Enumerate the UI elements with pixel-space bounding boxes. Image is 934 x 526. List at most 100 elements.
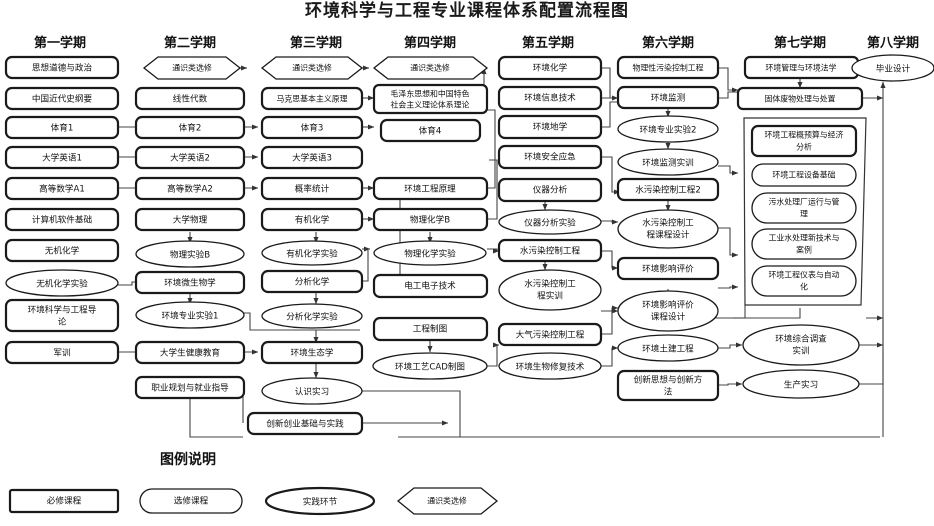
- node-环境微生物学[interactable]: 环境微生物学: [134, 270, 246, 295]
- legend-item-required: 必修课程: [8, 488, 120, 514]
- node-分析化学[interactable]: 分析化学: [260, 269, 364, 294]
- node-生产实习[interactable]: 生产实习: [742, 369, 860, 399]
- node-环境工艺CAD制图[interactable]: 环境工艺CAD制图: [372, 352, 488, 380]
- node-分析化学实验[interactable]: 分析化学实验: [261, 303, 363, 329]
- node-物理化学实验[interactable]: 物理化学实验: [373, 240, 487, 266]
- node-大学英语3[interactable]: 大学英语3: [260, 145, 364, 170]
- node-水污染控制工程2[interactable]: 水污染控制工程2: [616, 177, 720, 202]
- node-有机化学实验[interactable]: 有机化学实验: [261, 240, 363, 266]
- node-大学英语1[interactable]: 大学英语1: [4, 145, 120, 170]
- node-label-2: 程课程设计: [647, 229, 690, 241]
- node-线性代数[interactable]: 线性代数: [134, 86, 246, 111]
- node-毛泽东思想和中国特色社会主义理论体系理论[interactable]: 毛泽东思想和中国特色 社会主义理论体系理论: [372, 83, 489, 115]
- node-水污染控制工程课程设计[interactable]: 水污染控制工 程课程设计: [617, 209, 719, 249]
- node-环境监测实训[interactable]: 环境监测实训: [617, 148, 719, 176]
- node-label: 认识实习: [295, 386, 329, 398]
- node-label: 物理化学B: [410, 214, 450, 226]
- node-固体废物处理与处置[interactable]: 固体废物处理与处置: [736, 86, 864, 111]
- node-label: 大气污染控制工程: [516, 329, 585, 341]
- node-环境工程仪表与自动化[interactable]: 环境工程仪表与自动 化: [751, 265, 857, 297]
- node-无机化学[interactable]: 无机化学: [4, 238, 120, 263]
- node-label-2: 社会主义理论体系理论: [391, 100, 470, 110]
- node-职业规划与就业指导[interactable]: 职业规划与就业指导: [134, 375, 246, 400]
- node-工程制图[interactable]: 工程制图: [372, 316, 489, 342]
- node-体育3[interactable]: 体育3: [260, 115, 364, 140]
- node-思想道德与政治[interactable]: 思想道德与政治: [4, 55, 120, 80]
- node-label: 环境地学: [533, 121, 568, 133]
- node-label: 马克思基本主义原理: [276, 94, 347, 104]
- column-5: 环境化学 环境信息技术 环境地学 环境安全应急 仪器分析 仪器分析实验: [497, 55, 603, 380]
- node-label: 创新思想与创新方: [634, 374, 703, 386]
- node-环境工程设备基础[interactable]: 环境工程设备基础: [751, 163, 857, 187]
- node-水污染控制工程[interactable]: 水污染控制工程: [497, 238, 603, 263]
- node-label: 环境工程设备基础: [772, 170, 835, 180]
- node-label: 高等数学A1: [39, 183, 85, 195]
- node-label: 体育1: [51, 122, 74, 134]
- node-大气污染控制工程[interactable]: 大气污染控制工程: [497, 322, 603, 347]
- node-物理化学B[interactable]: 物理化学B: [372, 207, 489, 232]
- node-环境专业实验1[interactable]: 环境专业实验1: [135, 301, 245, 329]
- node-有机化学[interactable]: 有机化学: [260, 207, 364, 232]
- node-环境安全应急[interactable]: 环境安全应急: [497, 144, 603, 170]
- legend-item-practice: 实践环节: [264, 486, 376, 516]
- legend-heading: 图例说明: [160, 451, 216, 468]
- node-环境生物修复技术[interactable]: 环境生物修复技术: [498, 352, 602, 380]
- node-label: 环境专业实验2: [639, 124, 696, 136]
- node-环境影响评价[interactable]: 环境影响评价: [616, 256, 720, 281]
- node-高等数学A2[interactable]: 高等数学A2: [134, 176, 246, 201]
- node-大学英语2[interactable]: 大学英语2: [134, 145, 246, 170]
- node-仪器分析[interactable]: 仪器分析: [497, 177, 603, 203]
- node-大学物理[interactable]: 大学物理: [134, 207, 246, 232]
- node-环境地学[interactable]: 环境地学: [497, 114, 603, 140]
- node-体育1[interactable]: 体育1: [4, 115, 120, 140]
- column-6: 物理性污染控制工程 环境监测 环境专业实验2 环境监测实训 水污染控制工程2 水…: [616, 55, 720, 402]
- node-环境综合调查实训[interactable]: 环境综合调查 实训: [742, 324, 860, 366]
- node-马克思基本主义原理[interactable]: 马克思基本主义原理: [260, 86, 364, 111]
- node-水污染控制工程实训[interactable]: 水污染控制工 程实训: [498, 269, 602, 311]
- node-通识类选修-4[interactable]: 通识类选修: [372, 56, 489, 80]
- node-通识类选修-3[interactable]: 通识类选修: [260, 56, 364, 80]
- node-仪器分析实验[interactable]: 仪器分析实验: [498, 209, 602, 235]
- node-污水处理厂运行与管理[interactable]: 污水处理厂运行与管 理: [751, 192, 857, 224]
- node-计算机软件基础[interactable]: 计算机软件基础: [4, 207, 120, 232]
- node-通识类选修-2[interactable]: 通识类选修: [142, 56, 242, 80]
- node-label: 职业规划与就业指导: [151, 382, 229, 394]
- node-高等数学A1[interactable]: 高等数学A1: [4, 176, 120, 201]
- node-无机化学实验[interactable]: 无机化学实验: [5, 269, 119, 297]
- node-环境生态学[interactable]: 环境生态学: [260, 340, 364, 365]
- node-体育4[interactable]: 体育4: [379, 118, 482, 143]
- column-headers: 第一学期 第二学期 第三学期 第四学期 第五学期 第六学期 第七学期 第八学期: [34, 35, 919, 51]
- node-环境管理与环境法学[interactable]: 环境管理与环境法学: [743, 55, 860, 80]
- node-军训[interactable]: 军训: [4, 340, 120, 365]
- node-label: 电工电子技术: [404, 280, 456, 292]
- node-label: 环境信息技术: [524, 92, 576, 104]
- node-label-2: 分析: [796, 142, 812, 152]
- node-认识实习[interactable]: 认识实习: [261, 377, 363, 405]
- node-中国近代史纲要[interactable]: 中国近代史纲要: [4, 86, 120, 111]
- node-电工电子技术[interactable]: 电工电子技术: [372, 273, 489, 299]
- node-概率统计[interactable]: 概率统计: [260, 176, 364, 201]
- node-label: 环境工程仪表与自动: [768, 270, 839, 280]
- node-大学生健康教育[interactable]: 大学生健康教育: [134, 340, 246, 365]
- node-环境专业实验2[interactable]: 环境专业实验2: [617, 115, 719, 143]
- legend-label: 选修课程: [174, 495, 209, 507]
- node-环境工程原理[interactable]: 环境工程原理: [372, 176, 489, 201]
- node-环境科学与工程导论[interactable]: 环境科学与工程导 论: [4, 298, 120, 333]
- node-环境监测[interactable]: 环境监测: [616, 85, 720, 110]
- node-物理实验B[interactable]: 物理实验B: [135, 240, 245, 268]
- node-环境工程概预算与经济分析[interactable]: 环境工程概预算与经济 分析: [750, 124, 858, 158]
- node-环境土建工程[interactable]: 环境土建工程: [617, 334, 719, 362]
- node-环境信息技术[interactable]: 环境信息技术: [497, 85, 603, 111]
- node-创新思想与创新方法[interactable]: 创新思想与创新方 法: [616, 369, 720, 402]
- node-label: 大学生健康教育: [160, 347, 221, 359]
- node-环境化学[interactable]: 环境化学: [497, 55, 603, 81]
- column-header-1: 第一学期: [34, 35, 86, 51]
- column-4: 通识类选修 毛泽东思想和中国特色 社会主义理论体系理论 体育4 环境工程原理 物…: [372, 56, 489, 380]
- node-工业水处理新技术与案例[interactable]: 工业水处理新技术与 案例: [751, 228, 857, 260]
- node-体育2[interactable]: 体育2: [134, 115, 246, 140]
- node-物理性污染控制工程[interactable]: 物理性污染控制工程: [616, 55, 720, 80]
- node-毕业设计[interactable]: 毕业设计: [851, 54, 934, 82]
- node-环境影响评价课程设计[interactable]: 环境影响评价 课程设计: [617, 290, 719, 332]
- node-label: 毛泽东思想和中国特色: [391, 89, 470, 99]
- node-创新创业基础与实践[interactable]: 创新创业基础与实践: [246, 411, 364, 436]
